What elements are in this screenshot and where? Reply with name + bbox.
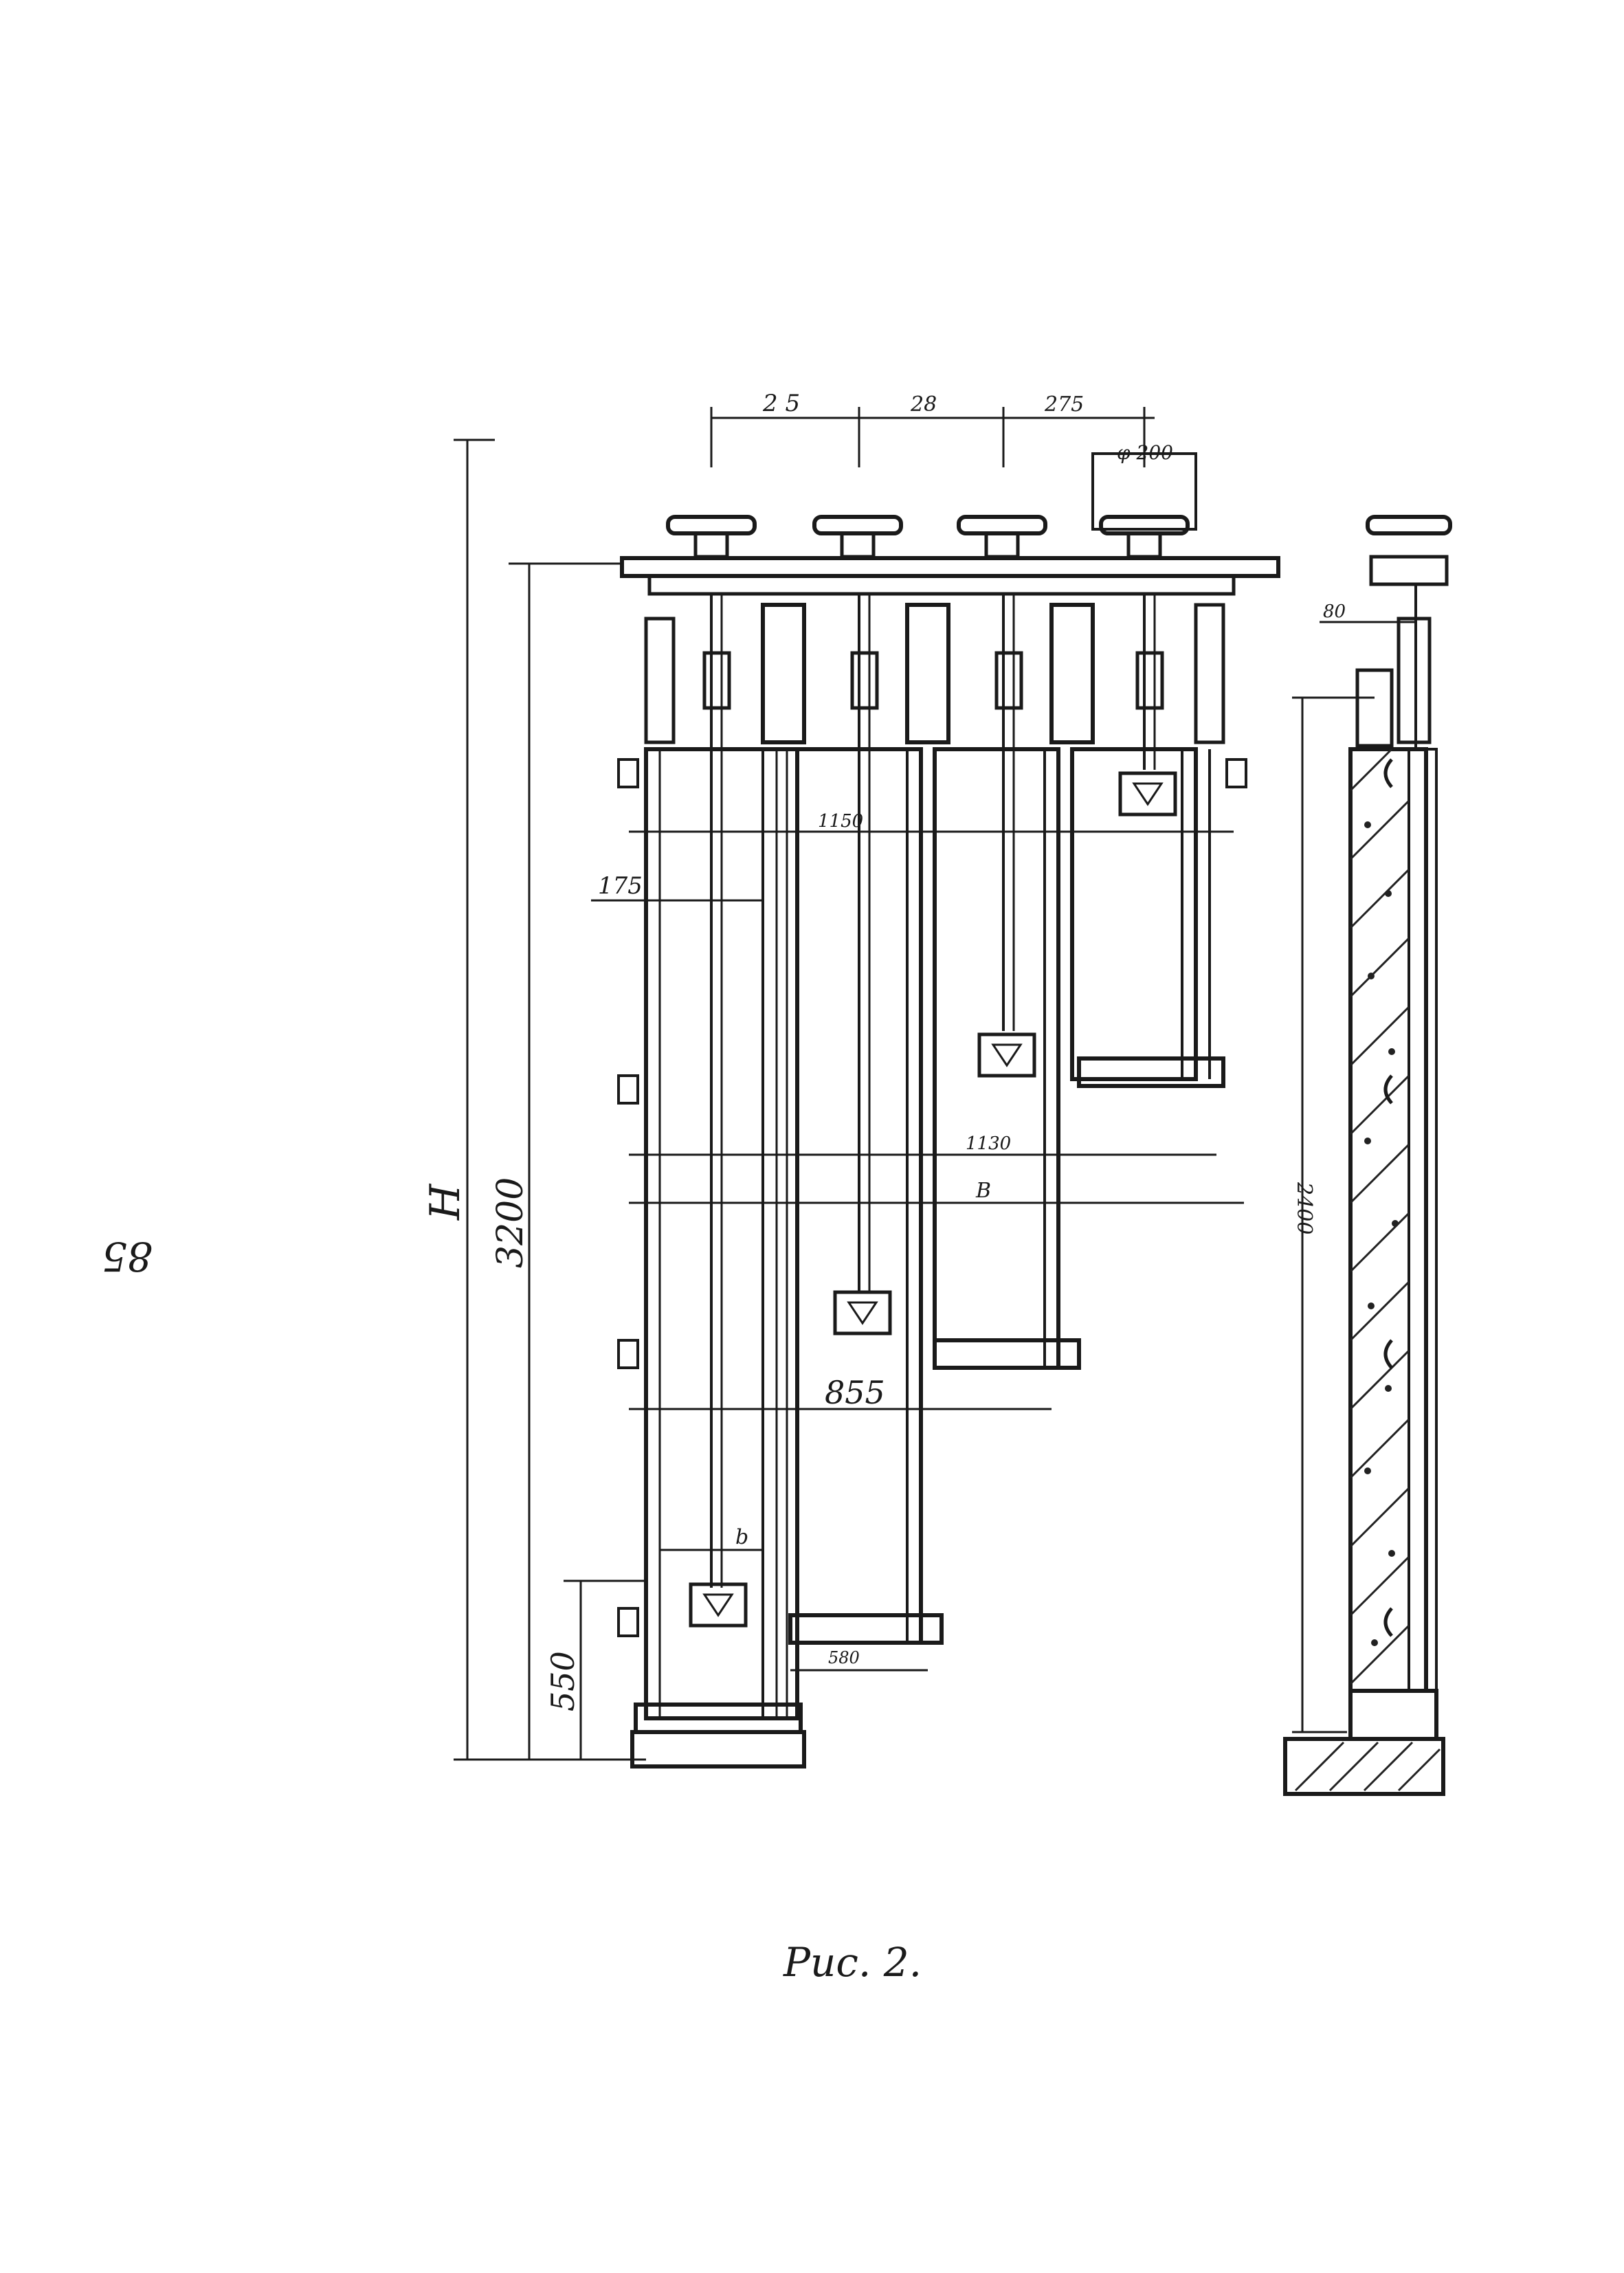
dim-offset-175: 175 <box>598 872 643 900</box>
concrete-dots <box>1364 821 1399 1646</box>
page-number: 85 <box>102 1233 153 1280</box>
dim-small-b: b <box>735 1525 748 1549</box>
handwheels <box>666 515 1190 559</box>
dim-height-3200: 3200 <box>490 1177 531 1268</box>
dim-side-height: 2400 <box>1292 1182 1316 1234</box>
dim-height-550: 550 <box>544 1651 581 1711</box>
dim-side-80: 80 <box>1323 601 1346 622</box>
side-section <box>1283 515 1452 1796</box>
dim-width-855: 855 <box>825 1374 885 1411</box>
figure-caption: Рис. 2. <box>783 1939 922 1986</box>
dim-width-b: B <box>975 1179 991 1203</box>
dim-height-h: H <box>421 1183 469 1221</box>
dim-width-580: 580 <box>828 1648 860 1667</box>
dim-width-1150: 1150 <box>818 811 863 832</box>
main-elevation <box>454 407 1280 1768</box>
dim-top-spacing-2: 28 <box>910 392 937 417</box>
wall-hatching <box>1349 748 1410 1685</box>
dim-top-spacing-3: 275 <box>1044 392 1084 417</box>
dim-width-1130: 1130 <box>966 1133 1011 1154</box>
dim-wheel-diameter: φ 200 <box>1117 441 1173 464</box>
dim-top-spacing-1: 2 5 <box>762 390 800 417</box>
